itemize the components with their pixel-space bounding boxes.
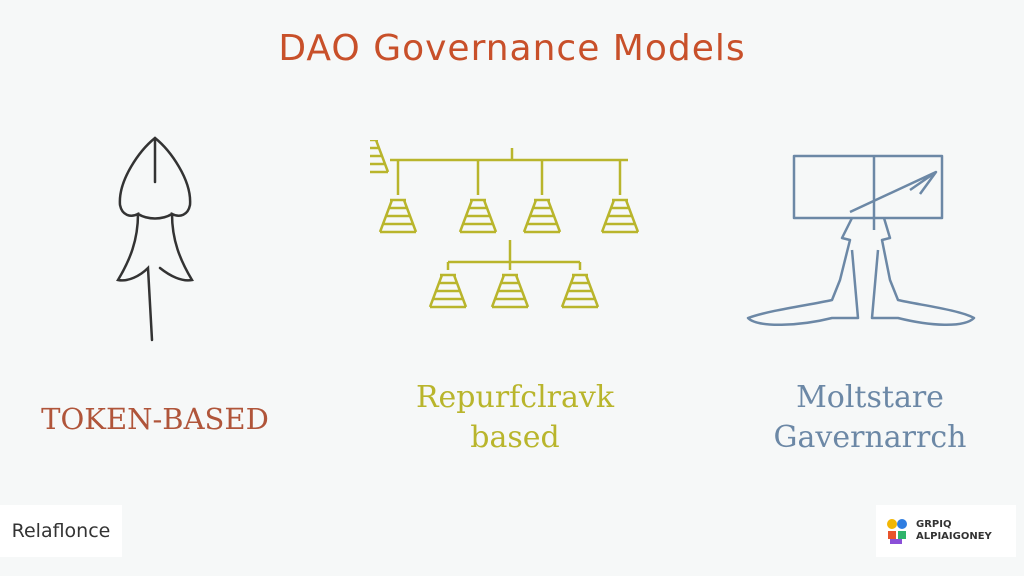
model-label-3-line2: Gavernarrch: [773, 420, 967, 455]
logo-line1: GRPIQ: [916, 519, 952, 530]
footer-logo: GRPIQ ALPIAIGONEY: [876, 505, 1016, 557]
model-label-2-line2: based: [470, 420, 560, 455]
model-label-2-line1: Repurfclravk: [415, 380, 615, 415]
model-label-3-line1: Moltstare: [796, 380, 944, 415]
model-label-3: Moltstare Gavernarrch: [740, 378, 1000, 458]
footer-left-text: Relaflonce: [11, 520, 111, 542]
footer-left-badge: Relaflonce: [0, 505, 122, 557]
model-label-token-based: TOKEN-BASED: [41, 402, 269, 436]
logo-line2: ALPIAIGONEY: [916, 531, 992, 542]
page-title: DAO Governance Models: [278, 28, 746, 69]
logo-icon: [887, 519, 907, 544]
token-rocket-icon: [116, 136, 194, 342]
hierarchy-tree-icon: [370, 140, 640, 309]
screen-stand-icon: [746, 154, 976, 326]
model-label-2: Repurfclravk based: [370, 378, 660, 458]
